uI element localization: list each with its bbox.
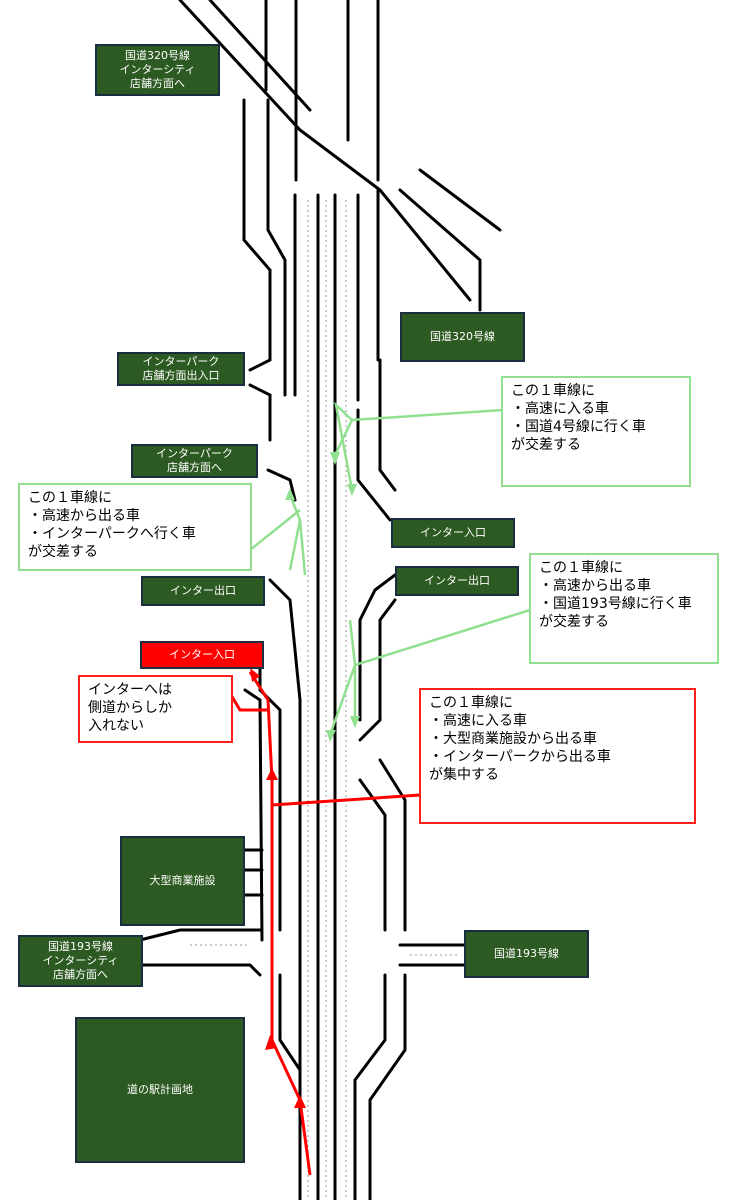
road-line (243, 688, 264, 942)
road-line (258, 663, 282, 932)
green-pointer-line (288, 519, 302, 571)
road-line (178, 0, 472, 302)
red-arrowhead (266, 768, 278, 780)
text-line: 店舗方面へ (53, 968, 108, 981)
text-line: ・大型商業施設から出る車 (429, 731, 597, 747)
text-line: ・高速に入る車 (511, 401, 609, 417)
label-inter-exit-right: インター出口 (395, 566, 519, 596)
red-arrowhead (265, 1035, 277, 1050)
text-line: ・国道193号線に行く車 (539, 596, 692, 612)
text-line: ・高速から出る車 (539, 578, 651, 594)
red-arrowhead (294, 1095, 306, 1108)
label-route193-intercity: 国道193号線インターシティ店舗方面へ (18, 935, 143, 987)
green-arrowhead (326, 730, 336, 742)
text-line: 側道からしか (88, 700, 172, 716)
text-line: が交差する (539, 614, 609, 630)
green-pointer-line (328, 664, 357, 736)
road-line (208, 0, 312, 112)
text-line: 道の駅計画地 (127, 1083, 193, 1096)
road-line (268, 578, 302, 702)
callout-red-big: この１車線に・高速に入る車・大型商業施設から出る車・インターパークから出る車が集… (419, 688, 696, 824)
text-line: インターパーク (142, 355, 220, 368)
road-line (248, 383, 272, 442)
road-line (398, 188, 482, 312)
text-line: この１車線に (28, 490, 112, 506)
text-line: この１車線に (539, 560, 623, 576)
text-line: インター出口 (424, 574, 490, 587)
text-line: インターシティ (119, 63, 196, 76)
text-line: 国道320号線 (125, 49, 190, 62)
text-line: ・高速に入る車 (429, 713, 527, 729)
text-line: インター出口 (170, 584, 236, 597)
text-line: インター入口 (420, 526, 486, 539)
label-route193: 国道193号線 (464, 930, 589, 978)
text-line: ・インターパークへ行く車 (28, 526, 196, 542)
callout-left: この１車線に・高速から出る車・インターパークへ行く車が交差する (18, 483, 252, 571)
road-line (278, 973, 302, 1072)
text-line: インター入口 (169, 648, 235, 661)
green-pointer-line (334, 401, 354, 491)
label-route320: 国道320号線 (400, 312, 525, 362)
label-interpark-direction: インターパーク店舗方面へ (131, 444, 258, 478)
label-inter-entrance-red: インター入口 (140, 641, 264, 669)
green-arrowhead (347, 484, 357, 496)
text-line: インターへは (88, 682, 172, 698)
text-line: が集中する (429, 767, 499, 783)
road-line (266, 98, 287, 397)
text-line: この１車線に (511, 383, 595, 399)
text-line: 店舗方面出入口 (142, 369, 220, 382)
label-roadside-station-site: 道の駅計画地 (75, 1017, 245, 1163)
callout-side-road: インターへは側道からしか入れない (78, 675, 233, 743)
text-line: 国道193号線 (48, 940, 113, 953)
text-line: 大型商業施設 (149, 874, 216, 887)
text-line: 店舗方面へ (167, 461, 222, 474)
road-line (418, 168, 502, 232)
road-line (242, 98, 272, 372)
road-line (368, 973, 407, 1200)
road-line (138, 963, 262, 977)
green-arrowhead (330, 452, 340, 465)
text-line: ・高速から出る車 (28, 508, 140, 524)
red-pointer-line (271, 793, 421, 807)
text-line: ・インターパークから出る車 (429, 749, 611, 765)
text-line: が交差する (511, 437, 581, 453)
road-line (356, 408, 392, 522)
road-line (266, 468, 297, 502)
green-pointer-line (348, 608, 531, 667)
road-line (353, 973, 387, 1200)
text-line: 入れない (88, 718, 144, 734)
text-line: インターパーク (156, 447, 233, 460)
text-line: この１車線に (429, 695, 513, 711)
label-route320-intercity: 国道320号線インターシティ店舗方面へ (95, 44, 220, 96)
text-line: インターシティ (42, 954, 119, 967)
label-interpark-entrance-exit: インターパーク店舗方面出入口 (117, 352, 245, 386)
callout-top-right: この１車線に・高速に入る車・国道4号線に行く車が交差する (501, 376, 691, 487)
text-line: 国道320号線 (430, 330, 495, 343)
road-line (138, 928, 262, 942)
road-line (358, 778, 387, 932)
green-pointer-line (333, 408, 504, 456)
label-inter-entrance-right: インター入口 (391, 518, 515, 548)
text-line: 店舗方面へ (130, 77, 185, 90)
text-line: 国道193号線 (494, 947, 559, 960)
road-line (378, 758, 407, 932)
label-large-mall: 大型商業施設 (120, 836, 245, 926)
road-line (378, 358, 397, 492)
red-route-line (248, 671, 312, 1176)
green-arrowhead (350, 716, 360, 728)
road-line (358, 598, 397, 742)
green-pointer-line (249, 509, 301, 551)
text-line: ・国道4号線に行く車 (511, 419, 646, 435)
green-arrowhead (285, 488, 295, 500)
road-line (358, 573, 397, 722)
red-arrowhead (250, 668, 260, 682)
label-inter-exit-left: インター出口 (141, 576, 265, 606)
text-line: が交差する (28, 544, 98, 560)
callout-mid-right: この１車線に・高速から出る車・国道193号線に行く車が交差する (529, 553, 719, 664)
